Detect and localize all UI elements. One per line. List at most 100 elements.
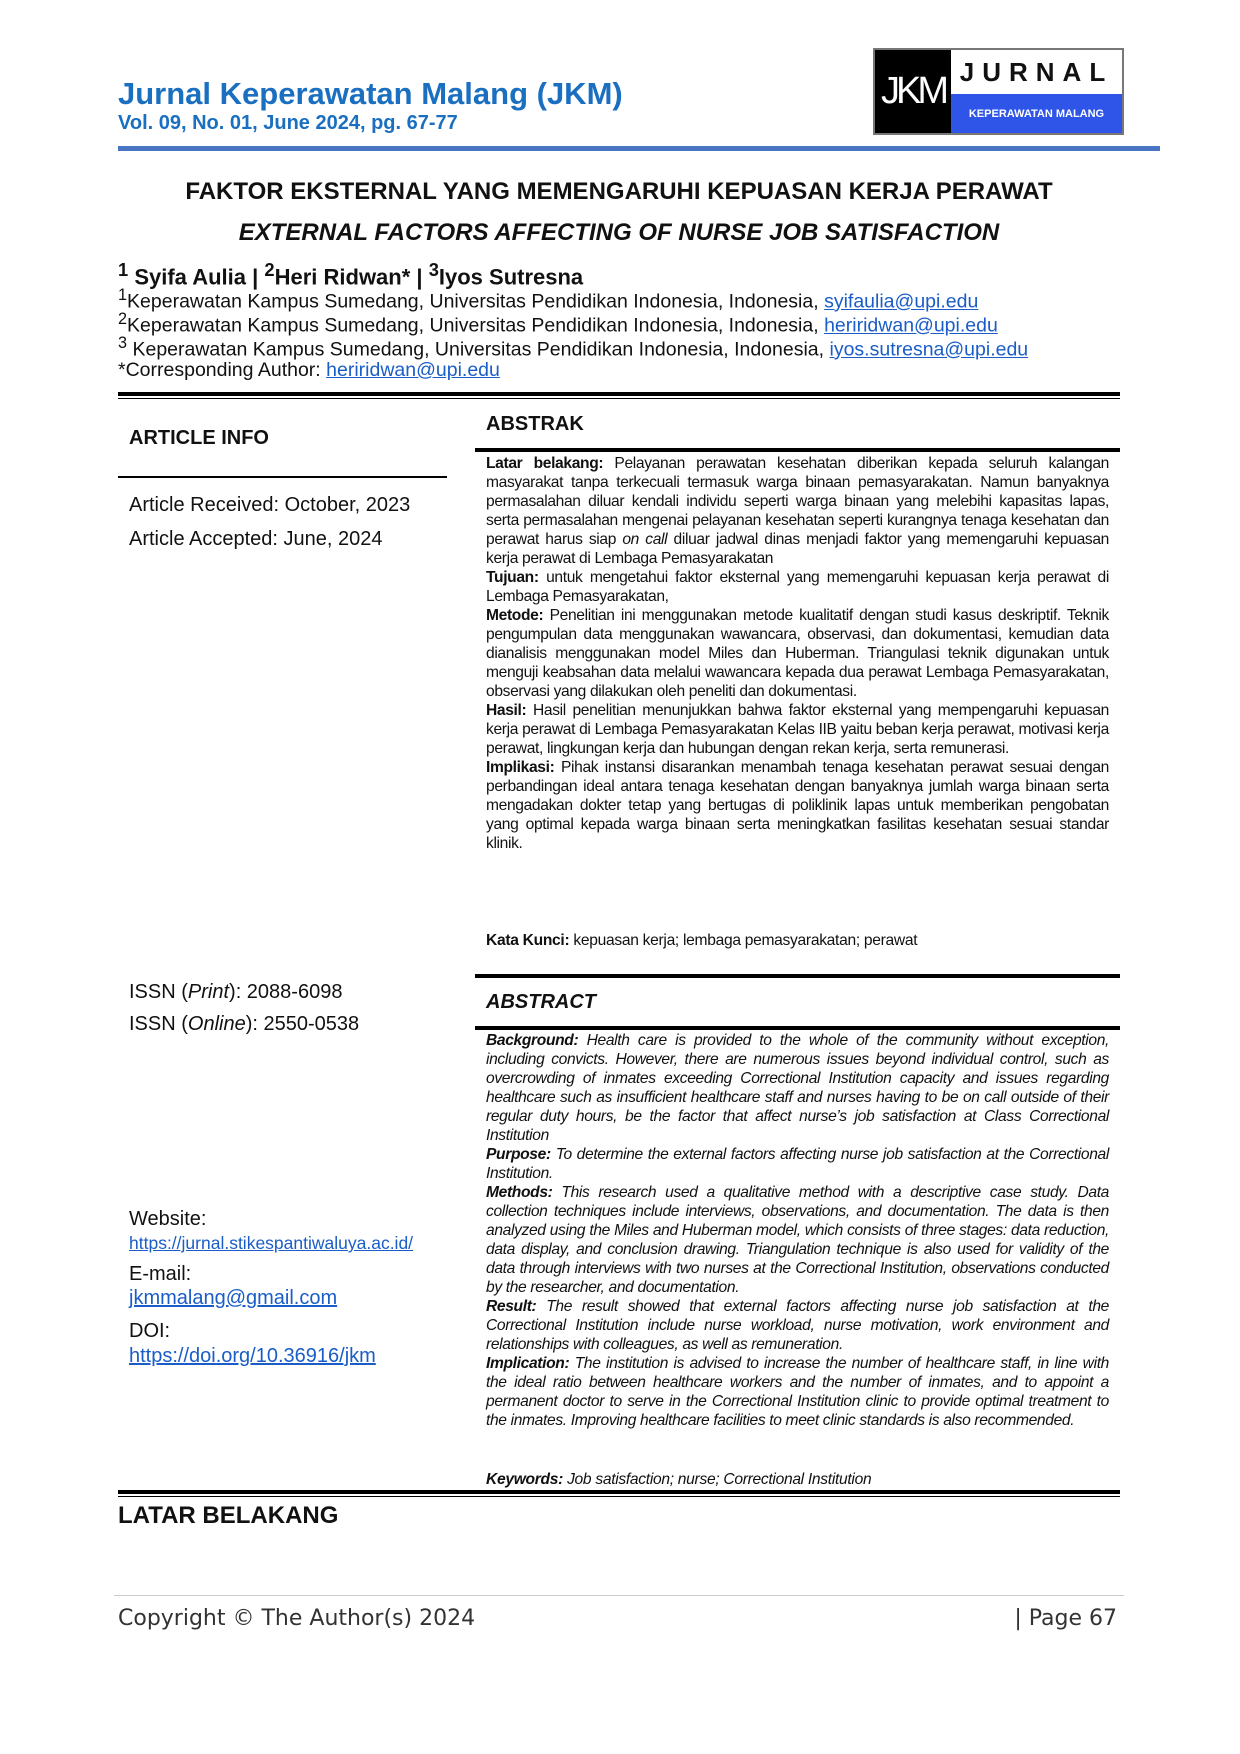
- website-label: Website:: [129, 1208, 207, 1230]
- email-link[interactable]: syifaulia@upi.edu: [824, 290, 979, 313]
- issn-text: ): 2550-0538: [245, 1013, 360, 1035]
- section-text: The result showed that external factors …: [486, 1298, 1109, 1353]
- section-label: Background:: [486, 1032, 579, 1049]
- title-english: EXTERNAL FACTORS AFFECTING OF NURSE JOB …: [238, 219, 1000, 246]
- section-label: Result:: [486, 1298, 537, 1315]
- volume-line: Vol. 09, No. 01, June 2024, pg. 67-77: [118, 112, 458, 134]
- author-sup: 2: [264, 259, 275, 280]
- keywords-label: Keywords:: [486, 1471, 564, 1488]
- footer-divider: [114, 1595, 1124, 1596]
- footer-page-number: | Page 67: [1014, 1606, 1117, 1631]
- article-accepted: Article Accepted: June, 2024: [129, 528, 383, 550]
- issn-text: ISSN (: [129, 981, 188, 1003]
- author-name: Heri Ridwan*: [274, 264, 411, 290]
- abstract-body: Background: Health care is provided to t…: [486, 1031, 1109, 1430]
- abstrak-section: Tujuan: untuk mengetahui faktor eksterna…: [486, 568, 1109, 606]
- journal-logo: JKM JURNAL KEPERAWATAN MALANG: [873, 48, 1124, 135]
- article-info-heading: ARTICLE INFO: [129, 427, 269, 449]
- logo-abbr: JKM: [875, 50, 951, 133]
- corresponding-author: *Corresponding Author: heriridwan@upi.ed…: [118, 359, 500, 382]
- article-received: Article Received: October, 2023: [129, 494, 411, 516]
- abstract-section: Result: The result showed that external …: [486, 1297, 1109, 1354]
- section-label: Implikasi:: [486, 759, 555, 776]
- section-label: Purpose:: [486, 1146, 551, 1163]
- author-name: Syifa Aulia: [134, 264, 246, 290]
- abstrak-heading: ABSTRAK: [486, 413, 584, 435]
- section-divider-thin: [118, 398, 1120, 399]
- section-text: This research used a qualitative method …: [486, 1184, 1109, 1296]
- email-label: E-mail:: [129, 1263, 192, 1285]
- abstrak-divider: [475, 448, 1120, 452]
- article-info-divider: [118, 476, 447, 478]
- section-label: Latar belakang:: [486, 455, 604, 472]
- section-text: Health care is provided to the whole of …: [486, 1032, 1109, 1144]
- abstract-section: Implication: The institution is advised …: [486, 1354, 1109, 1430]
- email-link[interactable]: heriridwan@upi.edu: [326, 359, 500, 381]
- section-label: Hasil:: [486, 702, 527, 719]
- abstrak-section: Hasil: Hasil penelitian menunjukkan bahw…: [486, 701, 1109, 758]
- abstract-divider: [475, 1026, 1120, 1030]
- abstrak-section: Latar belakang: Pelayanan perawatan kese…: [486, 454, 1109, 568]
- section-text: diluar jadwal dinas menjadi faktor yang …: [486, 531, 1109, 567]
- kata-kunci: Kata Kunci: kepuasan kerja; lembaga pema…: [486, 932, 918, 950]
- author-list: 1 Syifa Aulia | 2Heri Ridwan* | 3Iyos Su…: [118, 259, 583, 290]
- aff-sup: 2: [118, 310, 128, 328]
- author-separator: |: [246, 264, 265, 290]
- aff-text: Keperawatan Kampus Sumedang, Universitas…: [127, 290, 825, 313]
- aff-sup: 1: [118, 286, 128, 304]
- author-sup: 3: [428, 259, 439, 280]
- journal-title: Jurnal Keperawatan Malang (JKM): [118, 76, 623, 111]
- abstrak-section: Implikasi: Pihak instansi disarankan men…: [486, 758, 1109, 853]
- section-text: Pihak instansi disarankan menambah tenag…: [486, 759, 1109, 852]
- affiliation: 1Keperawatan Kampus Sumedang, Universita…: [118, 286, 978, 314]
- section-text: Hasil penelitian menunjukkan bahwa fakto…: [486, 702, 1109, 757]
- abstract-top-divider: [475, 974, 1120, 978]
- title-indonesian: FAKTOR EKSTERNAL YANG MEMENGARUHI KEPUAS…: [185, 178, 1053, 205]
- abstrak-body: Latar belakang: Pelayanan perawatan kese…: [486, 454, 1109, 853]
- aff-sup: 3: [118, 334, 128, 352]
- keywords-text: Job satisfaction; nurse; Correctional In…: [563, 1471, 872, 1488]
- author-sup: 1: [118, 259, 129, 280]
- keywords: Keywords: Job satisfaction; nurse; Corre…: [486, 1471, 872, 1489]
- email-link[interactable]: iyos.sutresna@upi.edu: [829, 338, 1029, 361]
- section-text: Penelitian ini menggunakan metode kualit…: [486, 607, 1109, 700]
- footer-copyright: Copyright © The Author(s) 2024: [118, 1606, 476, 1631]
- abstract-heading: ABSTRACT: [486, 991, 596, 1013]
- section-text: on call: [622, 531, 668, 548]
- aff-text: Keperawatan Kampus Sumedang, Universitas…: [127, 338, 830, 361]
- section-label: Tujuan:: [486, 569, 539, 586]
- header-divider: [118, 146, 1160, 151]
- aff-text: Keperawatan Kampus Sumedang, Universitas…: [127, 314, 825, 337]
- corresponding-label: *Corresponding Author:: [118, 359, 327, 381]
- section-divider: [118, 1490, 1120, 1494]
- keywords-label: Kata Kunci:: [486, 932, 570, 949]
- logo-subtitle: KEPERAWATAN MALANG: [951, 94, 1122, 133]
- section-divider-thin: [118, 1496, 1120, 1497]
- section-heading: LATAR BELAKANG: [118, 1502, 339, 1529]
- section-text: The institution is advised to increase t…: [486, 1355, 1109, 1429]
- author-separator: |: [410, 264, 429, 290]
- section-text: untuk mengetahui faktor eksternal yang m…: [486, 569, 1109, 605]
- issn-text: Print: [187, 981, 230, 1003]
- doi-link[interactable]: https://doi.org/10.36916/jkm: [129, 1345, 376, 1367]
- section-text: To determine the external factors affect…: [486, 1146, 1109, 1182]
- affiliation: 2Keperawatan Kampus Sumedang, Universita…: [118, 310, 998, 338]
- abstract-section: Background: Health care is provided to t…: [486, 1031, 1109, 1145]
- section-label: Metode:: [486, 607, 544, 624]
- section-text: Pelayanan perawatan kesehatan diberikan …: [486, 455, 1109, 548]
- issn-text: ): 2088-6098: [229, 981, 343, 1003]
- section-label: Methods:: [486, 1184, 553, 1201]
- abstrak-section: Metode: Penelitian ini menggunakan metod…: [486, 606, 1109, 701]
- logo-word: JURNAL: [951, 50, 1122, 94]
- section-divider: [118, 392, 1120, 396]
- author-name: Iyos Sutresna: [438, 264, 584, 290]
- email-link[interactable]: heriridwan@upi.edu: [824, 314, 998, 337]
- section-label: Implication:: [486, 1355, 570, 1372]
- abstract-section: Purpose: To determine the external facto…: [486, 1145, 1109, 1183]
- abstract-section: Methods: This research used a qualitativ…: [486, 1183, 1109, 1297]
- keywords-text: kepuasan kerja; lembaga pemasyarakatan; …: [569, 932, 918, 949]
- website-link[interactable]: https://jurnal.stikespantiwaluya.ac.id/: [129, 1233, 414, 1253]
- issn-text: Online: [187, 1013, 246, 1035]
- journal-email-link[interactable]: jkmmalang@gmail.com: [129, 1287, 338, 1309]
- affiliation: 3 Keperawatan Kampus Sumedang, Universit…: [118, 334, 1028, 362]
